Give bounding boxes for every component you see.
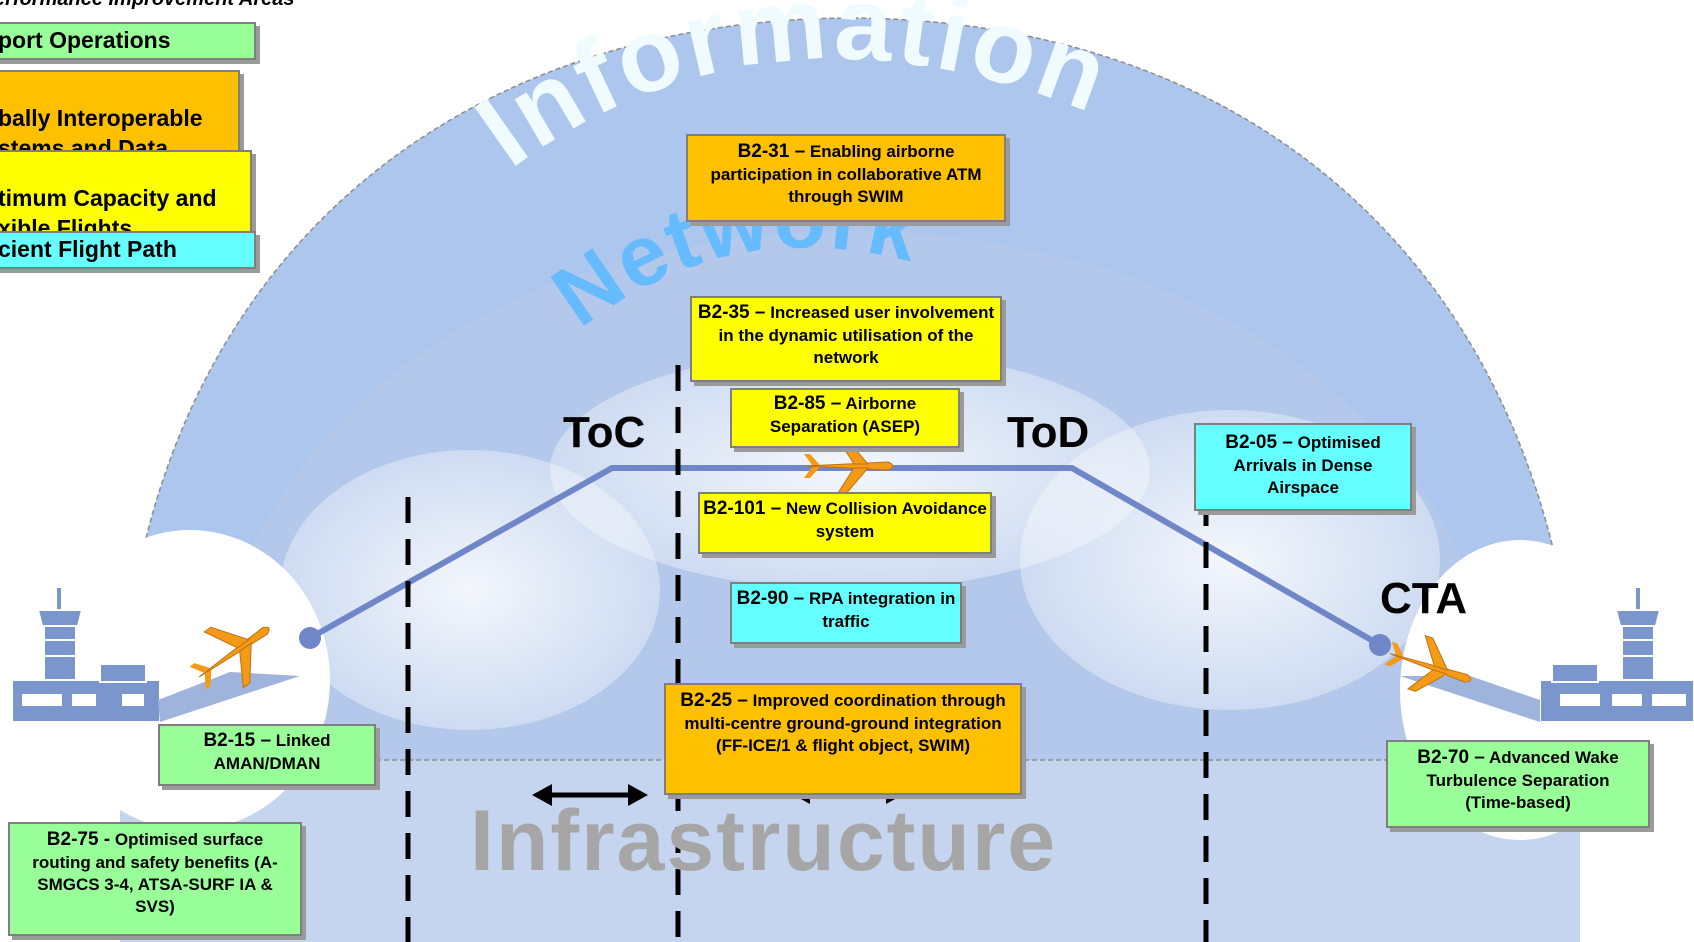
module-b2-75: B2-75 - Optimised surface routing and sa…	[8, 822, 302, 936]
cloud-climb	[280, 450, 660, 730]
airport-tower-icon	[11, 588, 300, 723]
module-code: B2-05 –	[1225, 432, 1293, 453]
module-b2-05: B2-05 – Optimised Arrivals in Dense Airs…	[1194, 423, 1412, 511]
module-code: B2-35 –	[697, 302, 766, 323]
module-description: Linked AMAN/DMAN	[213, 731, 331, 773]
airplane-icon	[189, 626, 270, 690]
airplane-icon	[1384, 634, 1472, 692]
module-code: B2-75 -	[46, 829, 111, 850]
arrival-point	[1369, 634, 1391, 656]
module-code: B2-15 –	[203, 730, 272, 751]
legend-item-airport-operations: port Operations	[0, 22, 256, 60]
airport-tower-icon	[1400, 588, 1694, 723]
legend-item-label: port Operations	[0, 27, 171, 53]
toc-label: ToC	[563, 408, 646, 457]
legend-item-label: cient Flight Path	[0, 236, 177, 262]
module-code: B2-25 –	[680, 690, 748, 711]
module-code: B2-85 –	[773, 393, 842, 414]
module-description: Increased user involvement in the dynami…	[718, 303, 995, 367]
module-b2-90: B2-90 – RPA integration in traffic	[730, 582, 962, 644]
module-description: Airborne Separation (ASEP)	[769, 394, 921, 436]
module-description: Optimised surface routing and safety ben…	[32, 830, 278, 916]
cta-label: CTA	[1380, 574, 1468, 623]
module-b2-85: B2-85 – Airborne Separation (ASEP)	[730, 388, 960, 448]
legend-title: erformance Improvement Areas	[0, 0, 295, 11]
module-description: New Collision Avoidance system	[781, 499, 987, 541]
module-b2-15: B2-15 – Linked AMAN/DMAN	[158, 724, 376, 786]
module-description: Advanced Wake Turbulence Separation (Tim…	[1426, 748, 1619, 812]
module-description: Improved coordination through multi-cent…	[684, 691, 1006, 755]
module-code: B2-31 –	[737, 141, 806, 162]
module-code: B2-101 –	[703, 498, 782, 519]
infrastructure-text: Infrastructure	[470, 793, 1058, 889]
module-code: B2-70 –	[1417, 747, 1485, 768]
module-b2-25: B2-25 – Improved coordination through mu…	[664, 683, 1022, 795]
module-description: Enabling airborne participation in colla…	[710, 142, 982, 206]
departure-point	[299, 627, 321, 649]
module-b2-31: B2-31 – Enabling airborne participation …	[686, 134, 1006, 222]
module-b2-101: B2-101 – New Collision Avoidance system	[698, 492, 992, 554]
module-description: RPA integration in traffic	[804, 589, 956, 631]
double-arrow-icon	[532, 784, 648, 806]
module-b2-70: B2-70 – Advanced Wake Turbulence Separat…	[1386, 740, 1650, 828]
module-b2-35: B2-35 – Increased user involvement in th…	[690, 296, 1002, 382]
module-description: Optimised Arrivals in Dense Airspace	[1233, 433, 1381, 497]
tod-label: ToD	[1007, 408, 1090, 457]
legend-item-efficient-flight-path: cient Flight Path	[0, 231, 256, 269]
module-code: B2-90 –	[736, 588, 805, 609]
